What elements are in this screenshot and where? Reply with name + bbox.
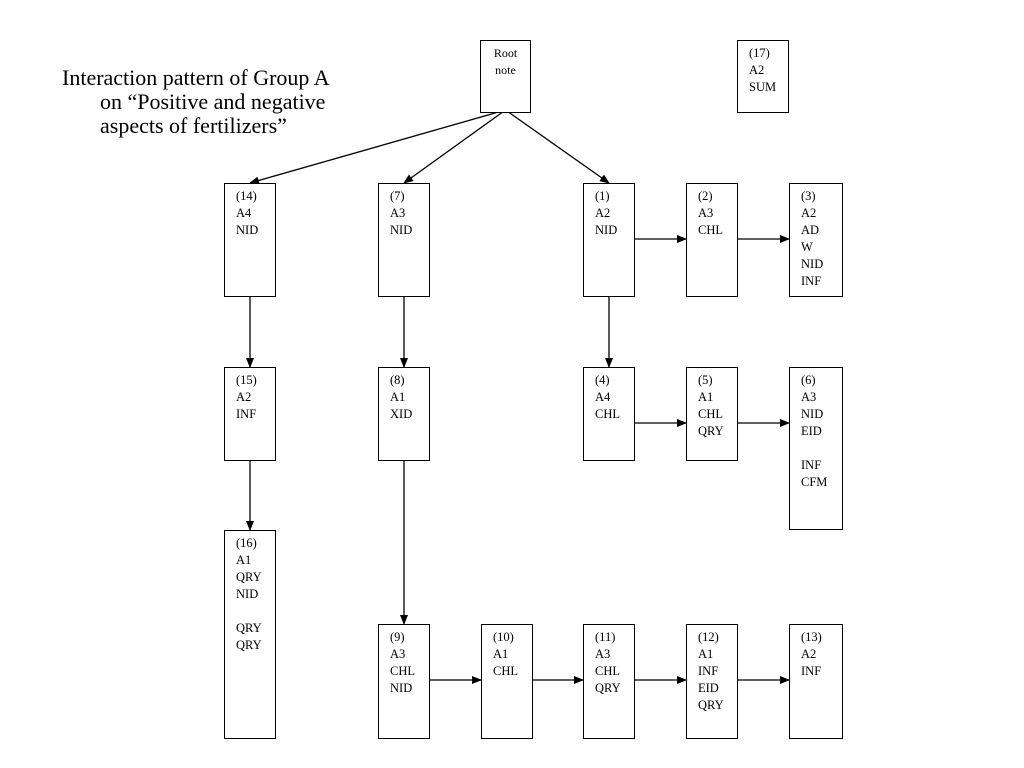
node-line: EID [801,424,822,438]
title-line-2: on “Positive and negative [100,89,326,114]
node-root: Root note [480,40,531,113]
node-line: A4 [595,390,611,404]
node-line: NID [390,681,413,695]
node-line: (13) [801,630,822,644]
node-line: SUM [749,80,777,94]
node-line: NID [236,587,259,601]
node-line: A3 [390,206,406,220]
node-line: CFM [801,475,828,489]
node-line: (8) [390,373,405,387]
node-line: CHL [698,407,723,421]
node-line: (11) [595,630,616,644]
node-line: (14) [236,189,257,203]
node-line: note [495,63,516,77]
node-line: A3 [595,647,611,661]
node-line: A3 [801,390,817,404]
node-line: (2) [698,189,713,203]
node-line: QRY [236,621,262,635]
node-line: (17) [749,46,770,60]
node-line: (9) [390,630,405,644]
node-line: QRY [595,681,621,695]
node-line: A4 [236,206,252,220]
node-line: INF [801,664,822,678]
node-line: CHL [698,223,723,237]
node-line: QRY [236,570,262,584]
node-line: EID [698,681,719,695]
node-line: NID [236,223,259,237]
node-line: (5) [698,373,713,387]
edge-arrow-root-n1 [505,109,610,184]
node-line: QRY [698,698,724,712]
node-line: NID [390,223,413,237]
node-line [801,440,842,457]
node-line: A1 [493,647,509,661]
node-line: QRY [236,638,262,652]
node-line: A1 [698,390,714,404]
node-line: INF [236,407,257,421]
node-line: QRY [698,424,724,438]
node-line [236,603,275,620]
node-line: A3 [698,206,714,220]
node-line: W [801,240,813,254]
node-line: NID [801,407,824,421]
node-line: NID [595,223,618,237]
node-line: (1) [595,189,610,203]
title-line-3: aspects of fertilizers” [100,113,287,138]
node-line: (10) [493,630,514,644]
node-line: Root [493,46,518,60]
node-line: AD [801,223,820,237]
node-line: A2 [749,63,765,77]
node-line: A2 [595,206,611,220]
node-line: CHL [595,407,620,421]
node-line: CHL [390,664,415,678]
node-line: A2 [801,647,817,661]
node-line: XID [390,407,413,421]
node-line: INF [801,274,822,288]
node-line: INF [698,664,719,678]
node-line: CHL [595,664,620,678]
node-line: (6) [801,373,816,387]
node-line: A2 [236,390,252,404]
node-line: A1 [236,553,252,567]
node-line: (16) [236,536,257,550]
node-line: (15) [236,373,257,387]
node-line: CHL [493,664,518,678]
edge-arrow-root-n7 [403,109,506,184]
edge-arrow-root-n14 [249,109,506,185]
node-line: (4) [595,373,610,387]
node-line: (3) [801,189,816,203]
node-line: A3 [390,647,406,661]
node-line: A1 [698,647,714,661]
title-line-1: Interaction pattern of Group A [62,65,330,90]
node-line: INF [801,458,822,472]
node-line: NID [801,257,824,271]
node-line: A1 [390,390,406,404]
node-line: (12) [698,630,719,644]
node-line: (7) [390,189,405,203]
diagram-title: Interaction pattern of Group A on “Posit… [62,66,422,138]
node-line: A2 [801,206,817,220]
